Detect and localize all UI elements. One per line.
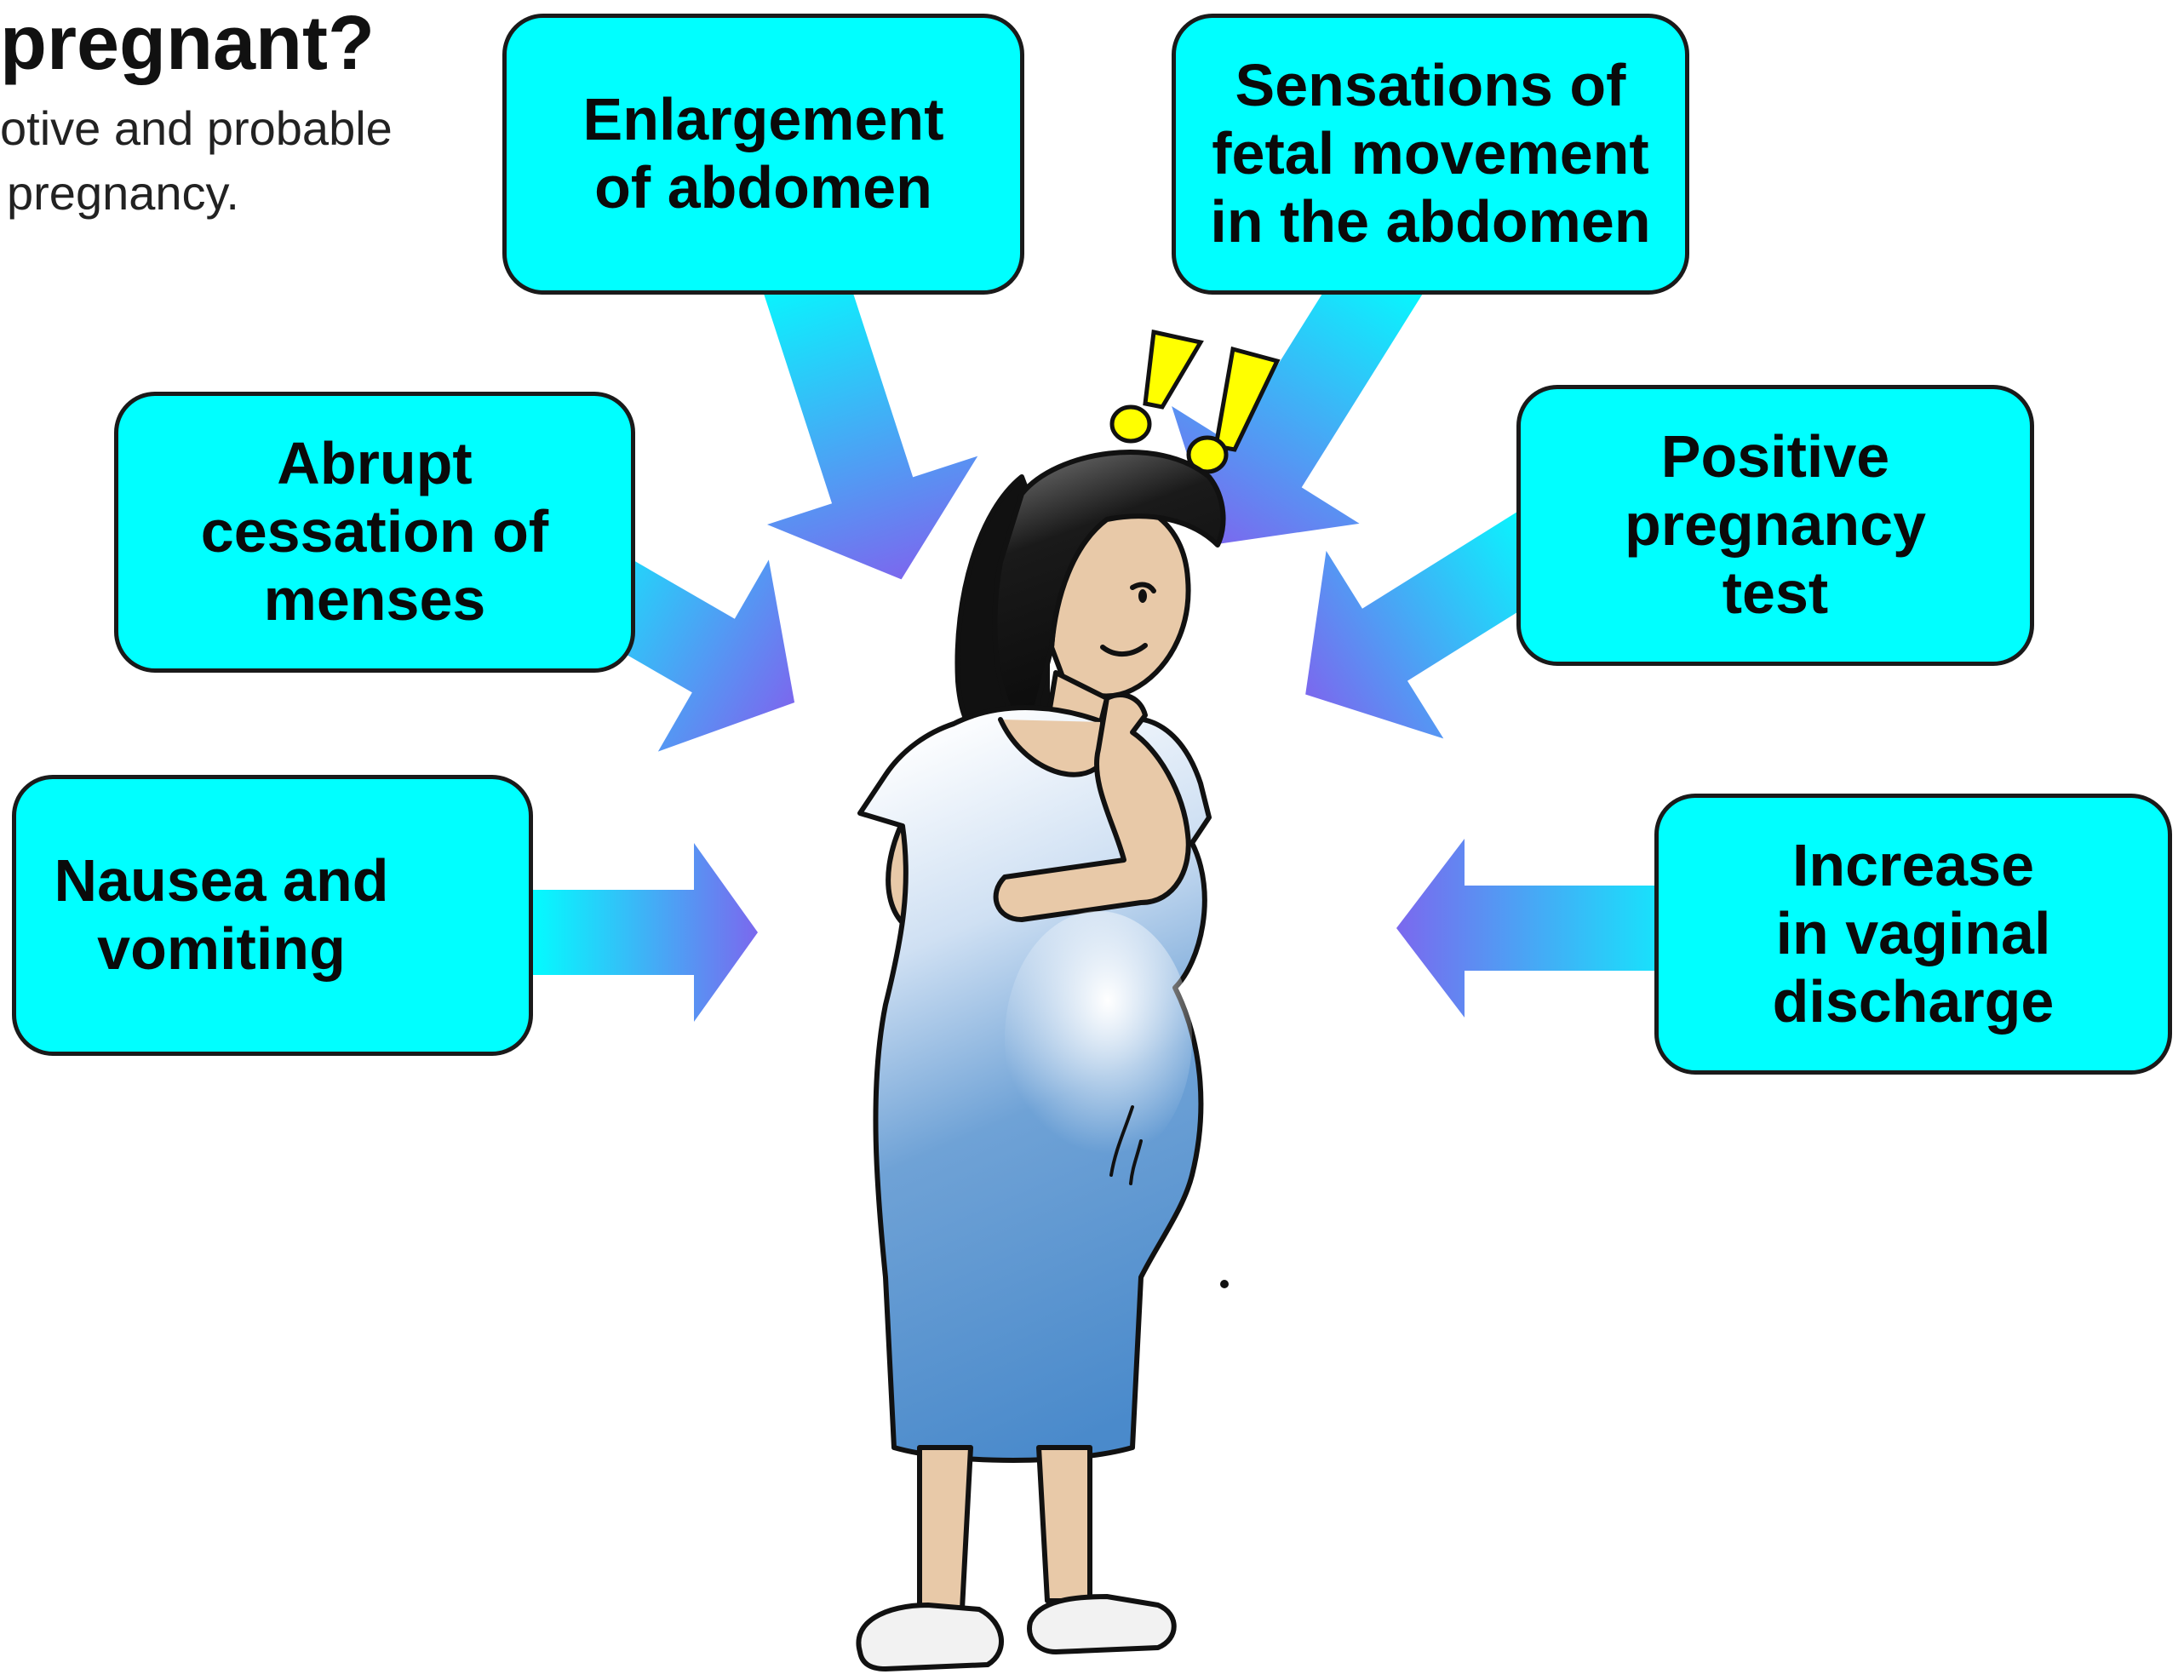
sign-line: Nausea and (54, 847, 389, 915)
sign-line: Abrupt (277, 430, 473, 497)
subtitle-line-1: otive and probable (0, 101, 393, 155)
sign-box-increase: Increase in vaginal discharge (1654, 794, 2172, 1075)
sign-line: in vaginal (1775, 900, 2051, 967)
sign-line: cessation of (200, 498, 549, 565)
exclamation-marks-icon (1109, 329, 1281, 474)
sign-line: Positive (1660, 423, 1890, 490)
pregnant-woman-figure (856, 450, 1229, 1671)
sign-line: pregnancy (1625, 491, 1926, 559)
arrow-nausea (528, 843, 758, 1022)
arrow-enlargement (755, 242, 978, 580)
sign-line: test (1722, 559, 1829, 626)
arrow-increase (1396, 839, 1720, 1018)
page-title: pregnant? (0, 1, 375, 86)
sign-line: of abdomen (594, 154, 932, 221)
sign-line: vomiting (97, 915, 346, 982)
sign-line: Sensations of (1235, 52, 1626, 119)
sign-box-enlargement: Enlargement of abdomen (502, 14, 1024, 295)
sign-line: fetal movement (1212, 120, 1649, 187)
sign-box-abrupt: Abrupt cessation of menses (114, 392, 635, 673)
arrow-sensations (1172, 232, 1433, 545)
sign-line: Enlargement (582, 86, 944, 153)
sign-box-positive: Positive pregnancy test (1516, 385, 2034, 666)
sign-line: in the abdomen (1210, 187, 1651, 255)
arrow-positive (1305, 500, 1581, 739)
sign-line: menses (263, 565, 486, 633)
sign-box-sensations: Sensations of fetal movement in the abdo… (1172, 14, 1689, 295)
sign-line: Increase (1791, 832, 2035, 899)
sign-line: discharge (1772, 967, 2055, 1035)
subtitle-line-2: pregnancy. (7, 166, 239, 220)
sign-box-nausea: Nausea and vomiting (12, 775, 533, 1056)
